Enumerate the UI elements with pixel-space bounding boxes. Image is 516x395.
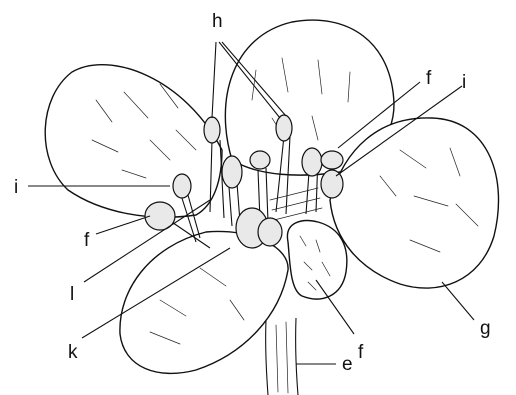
- label-f-bottom: f: [358, 342, 364, 363]
- label-h: h: [212, 11, 223, 32]
- label-e: e: [342, 354, 353, 375]
- petal-upper-left: [45, 65, 222, 218]
- label-f-top: f: [426, 68, 432, 89]
- label-f-left: f: [84, 230, 90, 251]
- label-i-right: i: [462, 72, 466, 93]
- label-g: g: [480, 318, 491, 339]
- label-i-left: i: [14, 177, 18, 198]
- label-k: k: [68, 342, 78, 363]
- stem: [266, 318, 298, 395]
- gland: [287, 221, 346, 299]
- label-l: l: [70, 284, 74, 305]
- petal-lower: [120, 231, 288, 373]
